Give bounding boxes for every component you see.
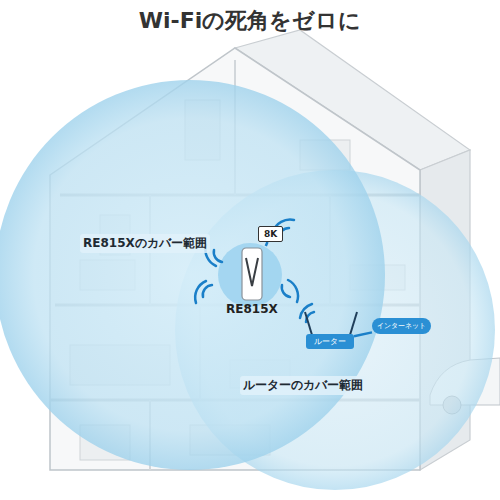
range-extender: RE815X <box>226 246 278 316</box>
coverage-label: RE815Xのカバー範囲 <box>80 234 210 253</box>
node-text: 8K <box>264 229 277 239</box>
router-box: ルーター <box>306 334 354 349</box>
internet-badge: インターネット <box>372 318 431 334</box>
title-text: Wi-Fiの死角をゼロに <box>0 6 500 36</box>
cable-line <box>266 242 268 246</box>
node-text: RE815X <box>226 302 278 316</box>
tv-screen: 8K <box>258 226 283 242</box>
node-text: ルーター <box>314 336 346 347</box>
node-text: インターネット <box>377 321 426 331</box>
cable-line <box>354 332 372 336</box>
extender-device <box>228 246 276 302</box>
cable-line <box>354 332 372 336</box>
cable-line <box>266 242 268 246</box>
coverage-label: ルーターのカバー範囲 <box>240 376 366 395</box>
